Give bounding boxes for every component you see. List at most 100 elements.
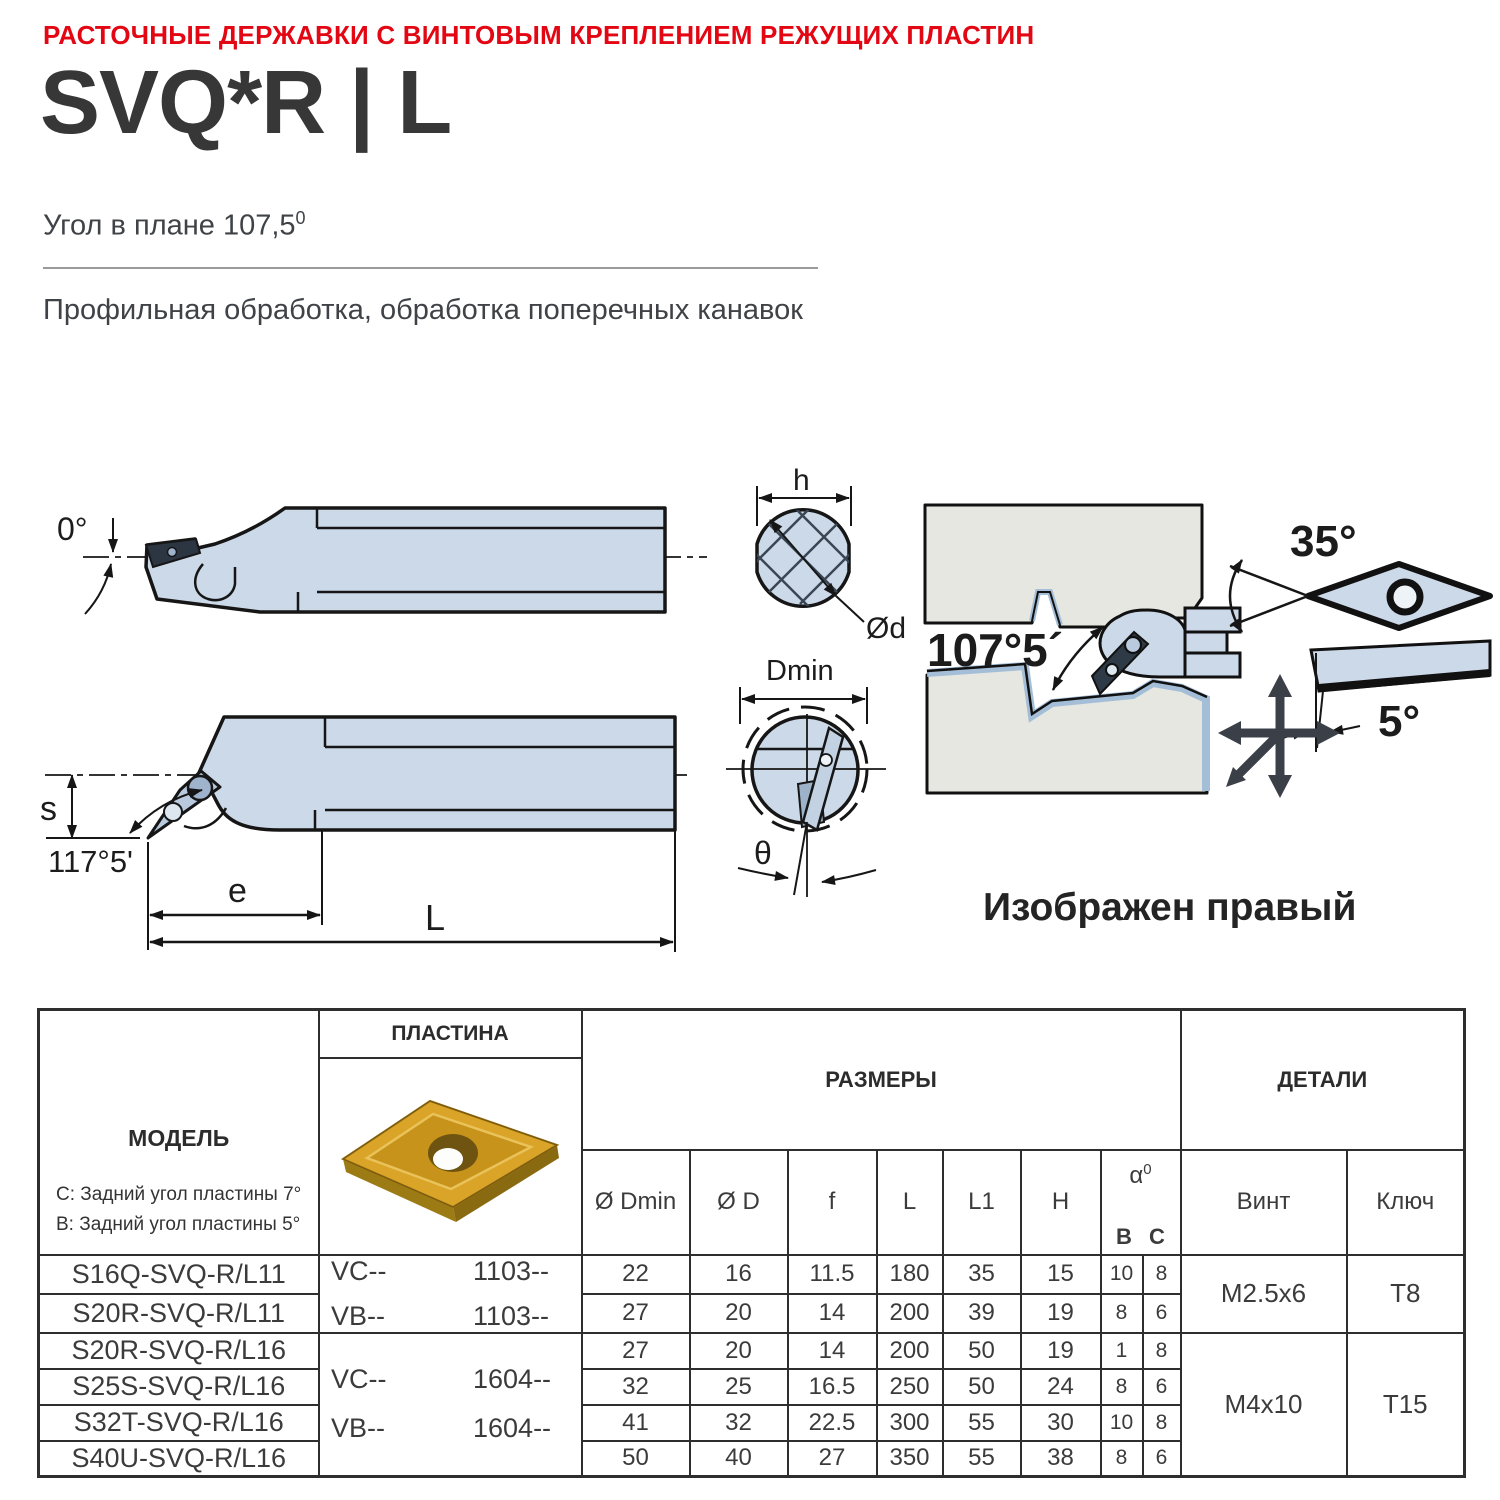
alpha-char: α (1129, 1161, 1144, 1189)
plate-type: VB-- (331, 1413, 385, 1444)
clamp-screw (1123, 635, 1143, 655)
model-cell: S40U-SVQ-R/L16 (37, 1439, 320, 1478)
insert-hole (1105, 663, 1119, 677)
bore-view-drawing: Dmin θ (726, 655, 886, 897)
plate-group-2: VC--1604-- VB--1604-- (321, 1364, 580, 1444)
l1-cell: 39 (941, 1292, 1022, 1334)
boring-bar-dimension-drawing: s 117°5' e L (40, 715, 690, 952)
feed-direction-arrows (1218, 674, 1340, 798)
table-row: S25S-SVQ-R/L16 32 25 16.5 250 50 24 8 6 (37, 1367, 1465, 1406)
c-cell: 6 (1141, 1367, 1182, 1406)
c-cell: 6 (1141, 1292, 1182, 1334)
dmin-cell: 22 (580, 1253, 691, 1295)
plate-header-cell: ПЛАСТИНА (317, 1008, 583, 1059)
screw-cell: M2.5x6 (1179, 1253, 1348, 1334)
l1-cell: 50 (941, 1331, 1022, 1370)
angle-5-label: 5° (1378, 697, 1420, 746)
l1-cell: 50 (941, 1367, 1022, 1406)
insert-photo (340, 1099, 560, 1222)
plate-code: 1604-- (473, 1364, 552, 1395)
h-cell: 38 (1019, 1439, 1102, 1478)
l1-cell: 55 (941, 1439, 1022, 1478)
table-row: S32T-SVQ-R/L16 41 32 22.5 300 55 30 10 8 (37, 1403, 1465, 1442)
shank-section-drawing: h Ød (755, 468, 906, 645)
page-kicker: РАСТОЧНЫЕ ДЕРЖАВКИ С ВИНТОВЫМ КРЕПЛЕНИЕМ… (43, 20, 1035, 50)
insert-hole (163, 802, 183, 822)
col-header-d: Ø D (688, 1148, 789, 1256)
model-cell: S25S-SVQ-R/L16 (37, 1367, 320, 1406)
boring-bar-side-view-drawing: 0° (57, 506, 707, 615)
col-header-h: H (1019, 1148, 1102, 1256)
model-notes: C: Задний угол пластины 7° B: Задний уго… (41, 1180, 317, 1239)
c-cell: 8 (1141, 1403, 1182, 1442)
model-note-b: B: Задний угол пластины 5° (56, 1213, 301, 1235)
plate-type: VC-- (331, 1255, 387, 1286)
dmin-cell: 27 (580, 1331, 691, 1370)
details-header: ДЕТАЛИ (1277, 1066, 1368, 1092)
h-cell: 19 (1019, 1331, 1102, 1370)
dmin-cell: 41 (580, 1403, 691, 1442)
d-cell: 40 (688, 1439, 789, 1478)
page-description: Профильная обработка, обработка поперечн… (43, 294, 803, 326)
model-header: МОДЕЛЬ (128, 1125, 230, 1152)
bar-body (196, 715, 677, 832)
angle-117-label: 117°5' (48, 844, 133, 879)
table-row: S40U-SVQ-R/L16 50 40 27 350 55 38 8 6 (37, 1439, 1465, 1478)
clamp-screw (186, 774, 214, 802)
col-header-f: f (786, 1148, 878, 1256)
b-cell: 1 (1099, 1331, 1144, 1370)
plate-header: ПЛАСТИНА (391, 1021, 509, 1045)
alpha-c-label: C (1149, 1223, 1165, 1249)
col-header-dmin: Ø Dmin (580, 1148, 691, 1256)
b-cell: 8 (1099, 1292, 1144, 1334)
dmin-cell: 50 (580, 1439, 691, 1478)
alpha-bc-labels: B C (1103, 1223, 1179, 1250)
clamp-screw (166, 546, 178, 558)
f-cell: 16.5 (786, 1367, 878, 1406)
dmin-cell: 32 (580, 1367, 691, 1406)
table-row: S16Q-SVQ-R/L11 VC--1103-- VB--1103-- 22 … (37, 1253, 1466, 1334)
key-cell: T8 (1345, 1253, 1466, 1334)
l-cell: 300 (875, 1403, 944, 1442)
col-header-l: L (875, 1148, 944, 1256)
model-cell: S32T-SVQ-R/L16 (37, 1403, 320, 1442)
dim-s-label: s (40, 790, 57, 828)
b-cell: 8 (1099, 1439, 1144, 1478)
plate-code: 1103-- (473, 1255, 550, 1286)
bar-body (144, 506, 667, 614)
tilt-line (793, 821, 808, 896)
col-header-key: Ключ (1345, 1148, 1466, 1256)
dim-od-label: Ød (866, 612, 906, 645)
dim-e-label: e (228, 872, 247, 910)
l1-cell: 35 (941, 1253, 1022, 1295)
col-header-screw: Винт (1179, 1148, 1348, 1256)
l-cell: 200 (875, 1292, 944, 1334)
col-header-alpha-cell: α0 B C (1099, 1148, 1182, 1256)
b-cell: 10 (1099, 1253, 1144, 1295)
dim-l-label: L (425, 897, 445, 938)
angle-0-label: 0° (57, 511, 88, 547)
dmin-cell: 27 (580, 1292, 691, 1334)
c-cell: 8 (1141, 1253, 1182, 1295)
b-cell: 10 (1099, 1403, 1144, 1442)
plan-angle-sup: 0 (295, 208, 306, 228)
insert-pocket (194, 563, 237, 602)
c-cell: 6 (1141, 1439, 1182, 1478)
plan-angle-text: Угол в плане 107,5 (43, 209, 296, 242)
l1-cell: 55 (941, 1403, 1022, 1442)
plate-code: 1103-- (473, 1300, 550, 1331)
workpiece-upper (923, 503, 1204, 629)
key-cell: T15 (1345, 1331, 1466, 1478)
h-cell: 30 (1019, 1403, 1102, 1442)
d-cell: 20 (688, 1292, 789, 1334)
plate-group-1: VC-- 1103-- VB-- 1103-- (321, 1255, 580, 1331)
plate-line: VC-- 1103-- (321, 1255, 580, 1287)
alpha-symbol: α0 (1103, 1161, 1179, 1190)
plate-type: VB-- (331, 1300, 385, 1331)
b-cell: 8 (1099, 1367, 1144, 1406)
spec-table: МОДЕЛЬ C: Задний угол пластины 7° B: Зад… (37, 1008, 1466, 1478)
d-cell: 20 (688, 1331, 789, 1370)
application-drawing: 107°5´ 35° 5° (923, 503, 1493, 798)
d-cell: 16 (688, 1253, 789, 1295)
insert-hole (1386, 578, 1424, 616)
